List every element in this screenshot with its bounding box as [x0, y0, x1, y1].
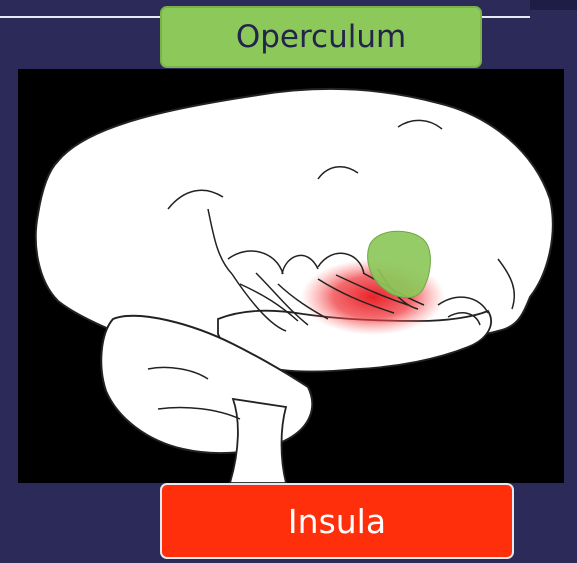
header-rule-tail — [530, 0, 577, 10]
brain-figure — [18, 69, 564, 483]
brain-illustration — [18, 69, 564, 483]
insula-label: Insula — [288, 502, 386, 541]
insula-label-box: Insula — [160, 483, 514, 559]
brain-stem — [230, 399, 286, 483]
operculum-label: Operculum — [236, 19, 406, 55]
operculum-label-box: Operculum — [160, 6, 482, 68]
